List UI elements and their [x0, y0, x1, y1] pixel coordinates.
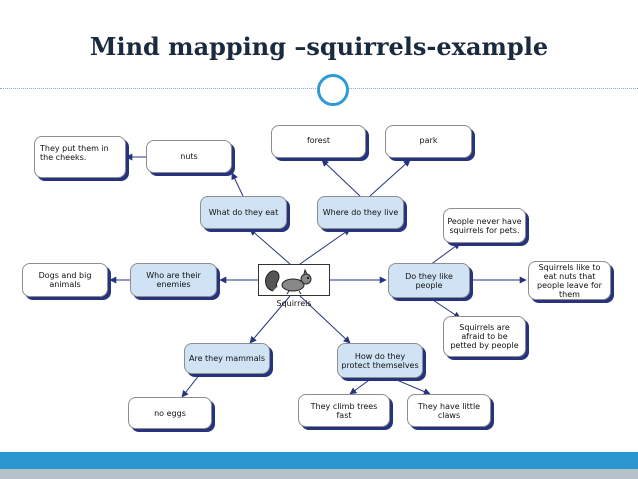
node-no-eggs: no eggs — [128, 397, 212, 429]
node-enemies: Who are their enemies — [130, 263, 217, 297]
node-protect: How do they protect themselves — [337, 343, 423, 378]
node-like-people: Do they like people — [388, 263, 470, 298]
node-never-pets: People never have squirrels for pets. — [443, 208, 526, 243]
node-park: park — [385, 125, 472, 158]
circle-ornament — [317, 74, 349, 106]
node-what-eat: What do they eat — [200, 196, 287, 229]
link-center-protect — [299, 295, 351, 344]
link-protect-claws — [391, 377, 431, 395]
link-center-mammals — [249, 295, 291, 344]
node-forest: forest — [271, 125, 366, 158]
node-put-cheeks: They put them in the cheeks. — [34, 136, 126, 178]
link-protect-climb — [349, 377, 373, 395]
node-nuts: nuts — [146, 140, 232, 173]
slide-title: Mind mapping –squirrels-example — [89, 32, 549, 61]
link-like-afraid — [429, 297, 461, 319]
link-where-live-park — [369, 159, 411, 197]
center-node — [258, 264, 330, 296]
node-where-live: Where do they live — [317, 196, 404, 229]
link-like-pets — [429, 242, 461, 266]
node-claws: They have little claws — [407, 394, 491, 427]
center-node-label: Squirrels — [276, 299, 312, 308]
footer-bar — [0, 452, 638, 469]
node-climb: They climb trees fast — [298, 394, 390, 427]
link-center-where-live — [299, 228, 351, 265]
squirrel-icon — [265, 268, 312, 295]
node-dogs: Dogs and big animals — [22, 263, 108, 297]
link-center-what-eat — [249, 228, 291, 265]
node-afraid: Squirrels are afraid to be petted by peo… — [443, 316, 526, 357]
footer-strip — [0, 469, 638, 479]
link-where-live-forest — [321, 159, 361, 197]
node-mammals: Are they mammals — [184, 343, 270, 374]
node-eat-nuts: Squirrels like to eat nuts that people l… — [528, 261, 611, 300]
link-what-eat-nuts — [231, 172, 244, 197]
link-mammals-no-eggs — [181, 373, 201, 398]
